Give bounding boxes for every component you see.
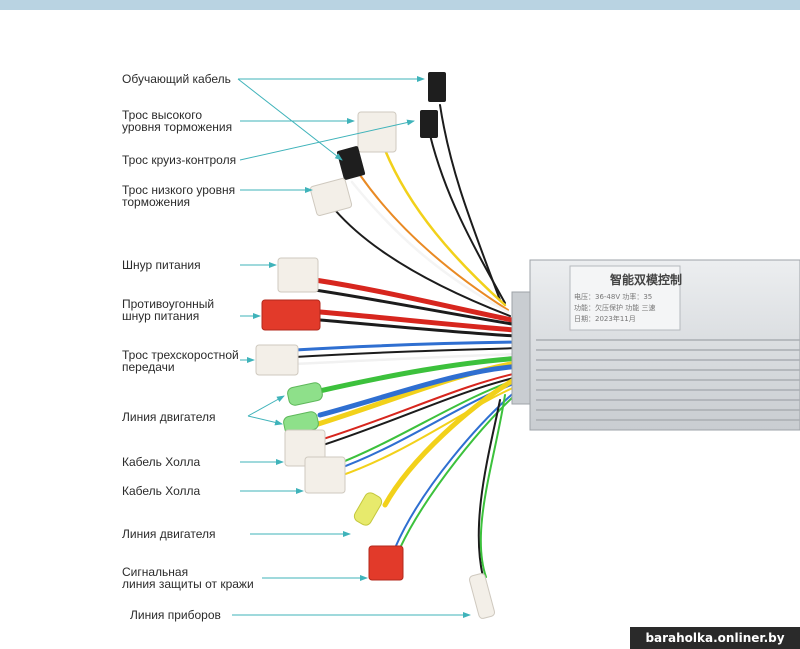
- connector-cruise: [336, 146, 366, 180]
- wire-yellow-high: [383, 148, 507, 307]
- label-antitheft-power: Противоугонный шнур питания: [122, 297, 215, 323]
- label-low-brake: Трос низкого уровня торможения: [122, 183, 236, 209]
- connectors: [255, 72, 496, 619]
- wire-black-high: [429, 134, 506, 304]
- connector-low-brake: [309, 178, 353, 216]
- watermark: baraholka.onliner.by: [630, 627, 800, 649]
- controller-row1: 电压：36-48V 功率：35: [574, 292, 652, 301]
- wire-white-speed: [293, 352, 522, 366]
- controller-row3: 日期：2023年11月: [574, 314, 636, 323]
- wire-black-low: [334, 209, 511, 317]
- label-learn-cable: Обучающий кабель: [122, 72, 231, 86]
- wire-red-hall: [319, 371, 523, 441]
- arrow-learn-2: [237, 78, 343, 161]
- connector-instrument: [468, 573, 496, 619]
- wire-blue-motor1: [317, 363, 525, 418]
- connector-three-speed: [255, 344, 299, 376]
- top-accent-bar: [0, 0, 800, 10]
- connector-motor-yellow: [353, 492, 383, 526]
- label-cruise: Трос круиз-контроля: [122, 153, 237, 167]
- arrow-motor-b: [247, 415, 283, 426]
- wire-white-cruise: [350, 180, 510, 314]
- label-high-brake: Трос высокого уровня торможения: [122, 108, 233, 134]
- wire-blue-alarm: [394, 384, 524, 549]
- wire-black-power: [313, 288, 514, 326]
- wire-yellow-hall: [339, 383, 523, 477]
- controller-row2: 功能：欠压保护 功能 三速: [574, 303, 655, 312]
- label-power-cord: Шнур питания: [122, 258, 201, 272]
- wire-red-power: [312, 277, 515, 323]
- connector-motor-green: [287, 382, 323, 406]
- connector-hall-2: [304, 456, 346, 494]
- connector-learn: [428, 72, 446, 102]
- wire-green-motor1: [312, 355, 525, 395]
- connector-high-brake-black: [420, 110, 438, 138]
- label-instrument-line: Линия приборов: [130, 608, 221, 622]
- label-motor-line-2: Линия двигателя: [122, 527, 216, 541]
- wire-green-alarm: [399, 387, 524, 549]
- controller-title: 智能双模控制: [609, 272, 682, 287]
- wire-yellow-motor2: [382, 372, 525, 508]
- wire-black-hall: [319, 375, 523, 447]
- label-hall-1: Кабель Холла: [122, 455, 201, 469]
- label-three-speed: Трос трехскоростной передачи: [122, 348, 239, 374]
- arrow-motor-a: [247, 395, 285, 417]
- arrow-cruise: [239, 119, 415, 161]
- connector-power: [277, 257, 319, 293]
- wire-red-antitheft: [317, 309, 518, 333]
- wire-black-antitheft: [318, 318, 517, 338]
- wire-black-speed: [294, 347, 521, 358]
- wire-bundle: [293, 104, 525, 578]
- connector-high-brake-white: [357, 111, 397, 153]
- wire-orange-cruise: [359, 174, 509, 311]
- wire-blue-speed: [293, 340, 522, 352]
- label-alarm-signal: Сигнальная линия защиты от кражи: [122, 565, 254, 591]
- connector-antitheft: [261, 299, 321, 331]
- label-motor-line-1: Линия двигателя: [122, 410, 216, 424]
- wire-green-instr: [479, 394, 506, 578]
- connector-alarm: [368, 545, 404, 581]
- controller-box: 智能双模控制 电压：36-48V 功率：35 功能：欠压保护 功能 三速 日期：…: [511, 259, 800, 431]
- wire-white-learn: [443, 110, 507, 302]
- wire-black-instr: [477, 399, 501, 578]
- wire-black-learn: [439, 104, 501, 301]
- callout-arrows: [232, 76, 471, 618]
- label-hall-2: Кабель Холла: [122, 484, 201, 498]
